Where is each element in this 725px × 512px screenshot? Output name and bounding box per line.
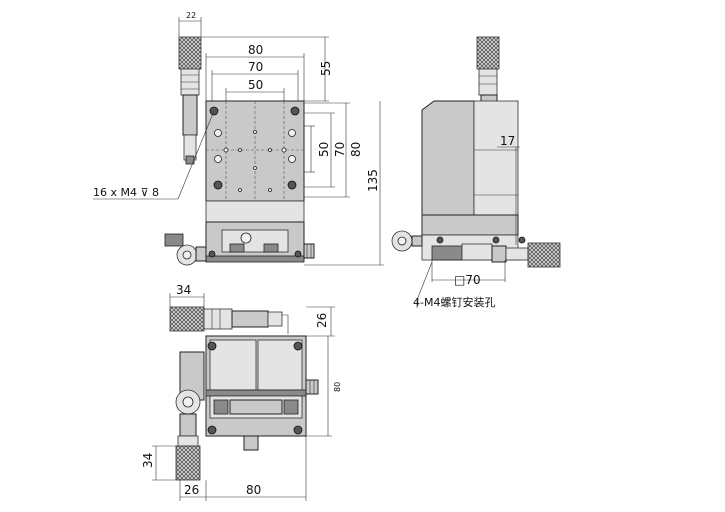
dim-50-top: 50 <box>248 78 263 92</box>
dim-26-right: 26 <box>315 313 329 328</box>
hole-note: 16 x M4 ⊽ 8 <box>93 186 159 199</box>
front-lock-knob <box>164 233 207 266</box>
dim-55: 55 <box>319 61 333 76</box>
dim-square-70: □70 <box>454 273 481 287</box>
dim-50-vert: 50 <box>317 142 331 157</box>
front-dimensions <box>93 17 384 266</box>
dim-80-top: 80 <box>248 43 263 57</box>
dim-34-left: 34 <box>141 453 155 468</box>
dim-22: 22 <box>186 11 196 20</box>
dim-70-vert: 70 <box>333 142 347 157</box>
front-view: 22 80 70 50 55 50 70 80 135 16 x M4 ⊽ 8 <box>93 11 384 266</box>
mount-note: 4-M4螺钉安装孔 <box>413 295 495 309</box>
dim-135: 135 <box>366 169 380 192</box>
dim-80-right: 80 <box>333 382 342 392</box>
dim-70-top: 70 <box>248 60 263 74</box>
top-horizontal-micrometer <box>169 306 289 334</box>
top-view: 34 26 80 34 26 80 <box>141 283 342 501</box>
front-micrometer <box>178 36 202 165</box>
side-bracket <box>421 100 475 216</box>
side-view: 17 □70 4-M4螺钉安装孔 <box>391 36 561 309</box>
dim-34-top: 34 <box>176 283 191 297</box>
dim-80-bottom: 80 <box>246 483 261 497</box>
front-mounting-holes <box>209 106 300 192</box>
top-vertical-micrometer <box>175 413 201 481</box>
dim-80-vert: 80 <box>349 142 363 157</box>
dim-17: 17 <box>500 134 515 148</box>
dim-26-bottom: 26 <box>184 483 199 497</box>
side-right-micrometer <box>491 242 561 268</box>
